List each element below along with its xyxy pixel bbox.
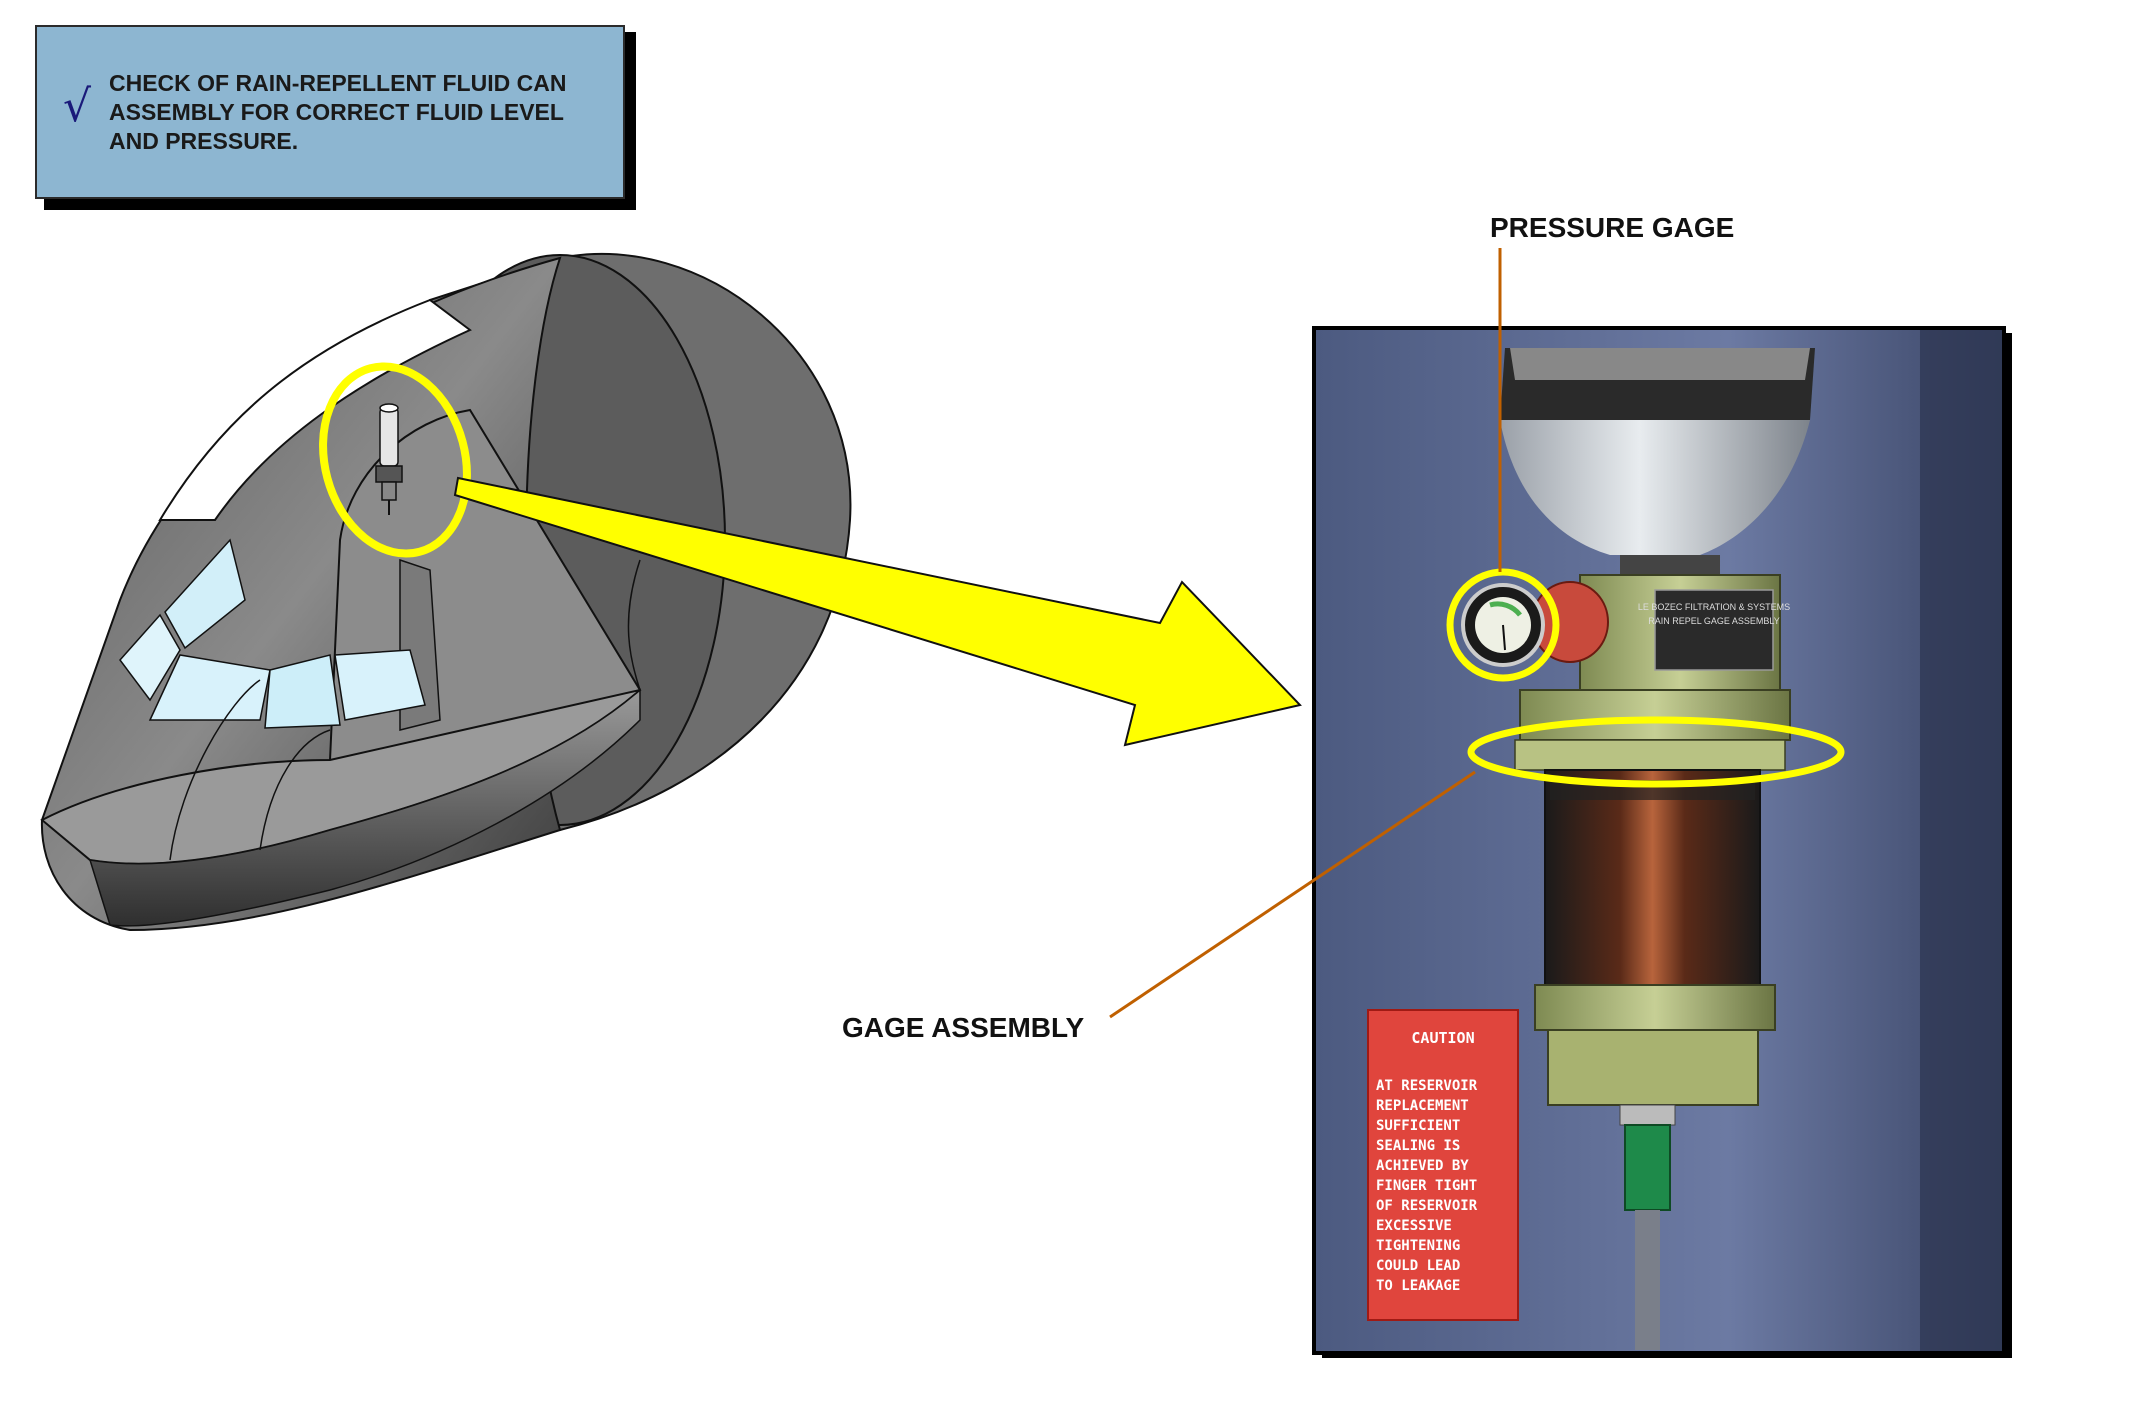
- caution-line: ACHIEVED BY: [1376, 1158, 1469, 1174]
- callout-arrow: [453, 476, 1302, 747]
- caution-placard: [1367, 1009, 1519, 1321]
- aircraft-nose-drawing: [40, 252, 852, 932]
- caution-line: TO LEAKAGE: [1376, 1278, 1460, 1294]
- nameplate-line-1: LE BOZEC FILTRATION & SYSTEMS: [1638, 602, 1790, 612]
- caution-line: OF RESERVOIR: [1376, 1198, 1478, 1214]
- caution-line: SUFFICIENT: [1376, 1118, 1460, 1134]
- pressure-gage-label: PRESSURE GAGE: [1490, 212, 1735, 243]
- pressure-gage-highlight: [1446, 568, 1560, 682]
- caution-line: EXCESSIVE: [1376, 1218, 1452, 1234]
- caution-text: AT RESERVOIR REPLACEMENT SUFFICIENT SEALING…: [1376, 1078, 1478, 1294]
- gage-assembly-leader: [1109, 770, 1476, 1019]
- caution-line: FINGER TIGHT: [1376, 1178, 1477, 1194]
- instruction-text: CHECK OF RAIN-REPELLENT FLUID CAN ASSEMB…: [109, 70, 567, 154]
- caution-line: TIGHTENING: [1376, 1238, 1460, 1254]
- can-location-highlight: [319, 362, 471, 558]
- gage-assembly-photo: LE BOZEC FILTRATION & SYSTEMS RAIN REPEL…: [1312, 326, 2012, 1358]
- instruction-note: √ CHECK OF RAIN-REPELLENT FLUID CAN ASSE…: [35, 25, 625, 199]
- caution-line: REPLACEMENT: [1376, 1098, 1469, 1114]
- caution-title: CAUTION: [1411, 1029, 1474, 1047]
- gage-assembly-label: GAGE ASSEMBLY: [842, 1012, 1085, 1043]
- gage-assembly-highlight: [1467, 716, 1845, 788]
- nameplate-line-2: RAIN REPEL GAGE ASSEMBLY: [1648, 616, 1780, 626]
- checkmark-icon: √: [63, 81, 92, 132]
- caution-line: SEALING IS: [1376, 1138, 1460, 1154]
- caution-line: AT RESERVOIR: [1376, 1078, 1478, 1094]
- caution-line: COULD LEAD: [1376, 1258, 1460, 1274]
